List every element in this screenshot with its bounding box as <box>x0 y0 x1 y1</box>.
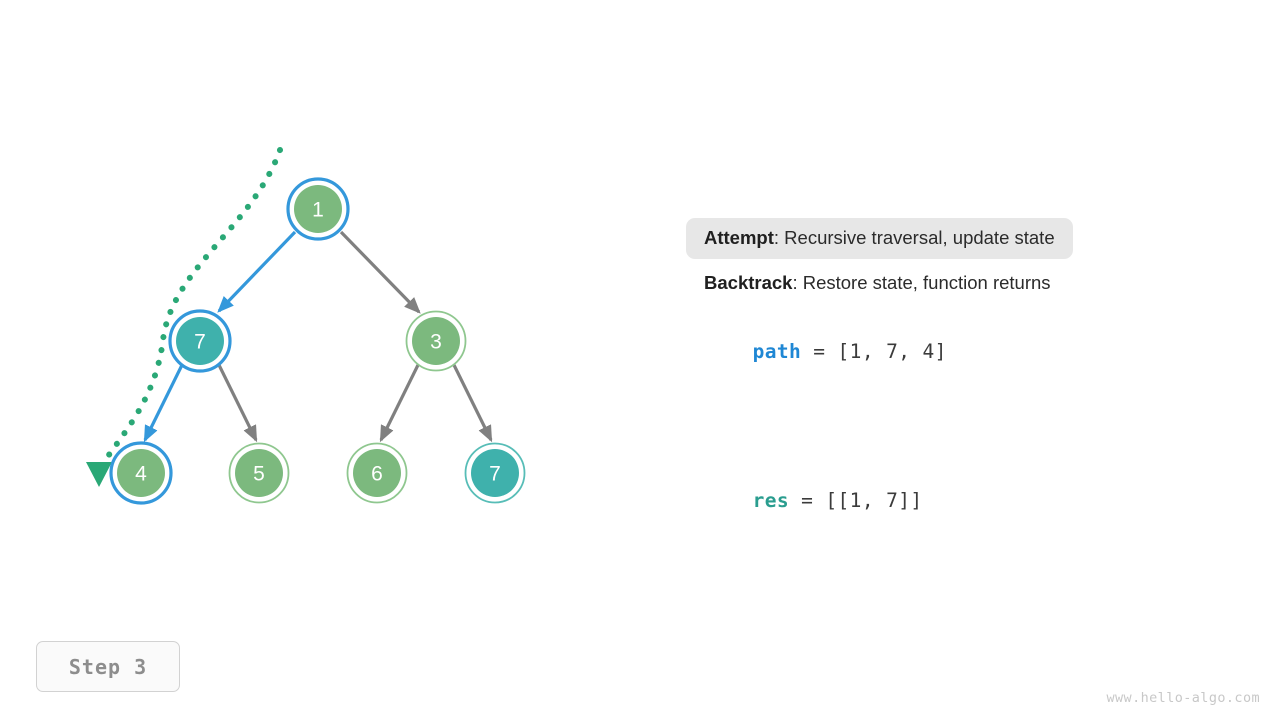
attempt-line: Attempt: Recursive traversal, update sta… <box>686 218 1073 259</box>
node-value-label: 3 <box>430 331 442 354</box>
edge-7-to-5 <box>217 364 258 443</box>
attempt-label: Attempt <box>704 227 774 248</box>
backtrack-dotted-path <box>86 147 283 487</box>
attempt-text: : Recursive traversal, update state <box>773 227 1055 248</box>
res-variable-line: res = [[1, 7]] <box>686 466 1206 535</box>
node-disc <box>471 449 519 497</box>
tree-node-5[interactable]: 5 <box>228 442 290 504</box>
tree-node-4[interactable]: 4 <box>109 441 173 505</box>
path-variable-name: path <box>752 340 802 364</box>
res-variable-name: res <box>752 489 789 513</box>
node-disc <box>176 317 224 365</box>
tree-node-7[interactable]: 7 <box>168 309 232 373</box>
tree-node-7[interactable]: 7 <box>464 442 526 504</box>
node-disc <box>294 185 342 233</box>
node-ring <box>228 442 290 504</box>
node-ring <box>286 177 350 241</box>
edge-1-to-7 <box>217 230 297 313</box>
node-value-label: 4 <box>135 463 147 486</box>
edge-3-to-6 <box>379 364 420 443</box>
node-disc <box>235 449 283 497</box>
backtrack-line: Backtrack: Restore state, function retur… <box>686 263 1069 304</box>
node-disc <box>412 317 460 365</box>
node-disc <box>353 449 401 497</box>
edge-3-to-7 <box>452 364 493 443</box>
binary-tree-diagram: 1 7 3 4 5 6 7 <box>86 147 526 505</box>
node-value-label: 1 <box>312 199 324 222</box>
info-panel: Attempt: Recursive traversal, update sta… <box>686 218 1206 535</box>
tree-node-6[interactable]: 6 <box>346 442 408 504</box>
node-ring <box>464 442 526 504</box>
backtrack-arrowhead <box>86 462 112 487</box>
tree-node-1[interactable]: 1 <box>286 177 350 241</box>
node-ring <box>346 442 408 504</box>
node-value-label: 6 <box>371 463 383 486</box>
tree-node-3[interactable]: 3 <box>405 310 467 372</box>
node-disc <box>117 449 165 497</box>
path-variable-value: = [1, 7, 4] <box>801 340 947 364</box>
node-value-label: 7 <box>489 463 501 486</box>
node-value-label: 7 <box>194 331 206 354</box>
watermark: www.hello-algo.com <box>1106 690 1260 706</box>
edge-7-to-4 <box>143 364 184 443</box>
node-ring <box>405 310 467 372</box>
backtrack-label: Backtrack <box>704 271 793 293</box>
node-value-label: 5 <box>253 463 265 486</box>
step-badge: Step 3 <box>36 641 180 692</box>
node-ring <box>168 309 232 373</box>
path-variable-line: path = [1, 7, 4] <box>686 317 1206 386</box>
tree-nodes: 1 7 3 4 5 6 7 <box>109 177 526 505</box>
tree-edges <box>143 230 493 443</box>
edge-1-to-3 <box>339 230 421 314</box>
backtrack-text: : Restore state, function returns <box>792 271 1051 293</box>
res-variable-value: = [[1, 7]] <box>788 489 923 513</box>
node-ring <box>109 441 173 505</box>
